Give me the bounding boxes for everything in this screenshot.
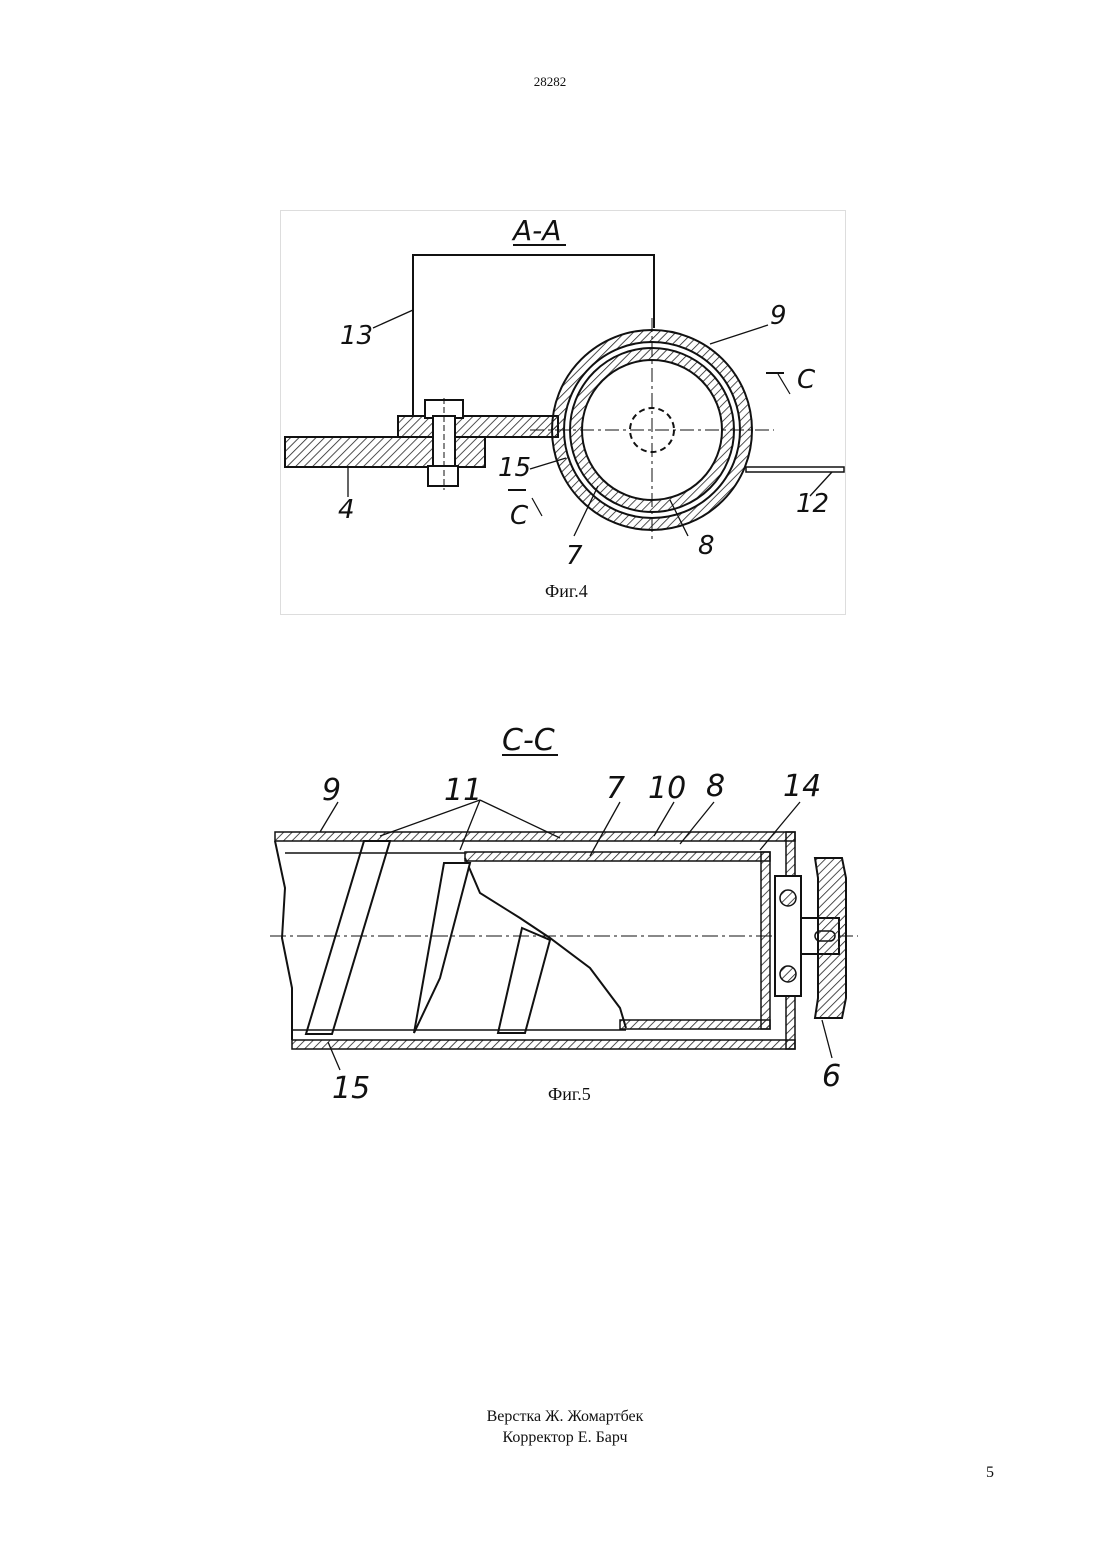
label-15: 15 [332, 1071, 370, 1106]
label-15: 15 [498, 453, 531, 483]
label-8: 8 [698, 531, 715, 561]
label-c-bottom: C [510, 501, 529, 531]
drum-end [761, 852, 770, 1029]
section-title-cc: C-C [502, 723, 555, 758]
corrector-credit: Корректор Е. Барч [0, 1427, 1100, 1448]
label-6: 6 [822, 1059, 841, 1094]
label-4: 4 [338, 495, 355, 525]
label-7: 7 [566, 541, 583, 571]
label-c-top: C [797, 365, 816, 395]
layout-credit: Верстка Ж. Жомартбек [0, 1406, 1100, 1427]
page-number: 5 [986, 1464, 994, 1482]
spiral-bars [306, 841, 550, 1034]
label-9: 9 [322, 773, 341, 808]
section-title-aa: A-A [511, 214, 561, 247]
casing-bottom [292, 1040, 795, 1049]
figure-4-drawing: A-A 13 9 C 4 15 C 12 7 8 Фиг.4 [280, 210, 846, 615]
plate-12 [746, 467, 844, 472]
drum-bottom [620, 1020, 770, 1029]
label-8: 8 [706, 769, 725, 804]
figure-5-drawing: C-C 9 11 7 10 8 14 15 6 Фиг.5 [270, 718, 858, 1128]
label-10: 10 [648, 771, 686, 806]
bracket [398, 416, 558, 437]
label-7: 7 [606, 771, 625, 806]
label-9: 9 [770, 301, 787, 331]
figure-5-caption: Фиг.5 [548, 1084, 591, 1104]
drum-top [465, 852, 770, 861]
label-11: 11 [444, 773, 482, 808]
label-12: 12 [796, 489, 829, 519]
credits-block: Верстка Ж. Жомартбек Корректор Е. Барч [0, 1406, 1100, 1448]
label-14: 14 [783, 769, 821, 804]
casing-top [275, 832, 795, 841]
figure-4-caption: Фиг.4 [545, 581, 588, 601]
pulley-6 [815, 858, 846, 1018]
label-13: 13 [340, 321, 373, 351]
document-number: 28282 [0, 74, 1100, 90]
